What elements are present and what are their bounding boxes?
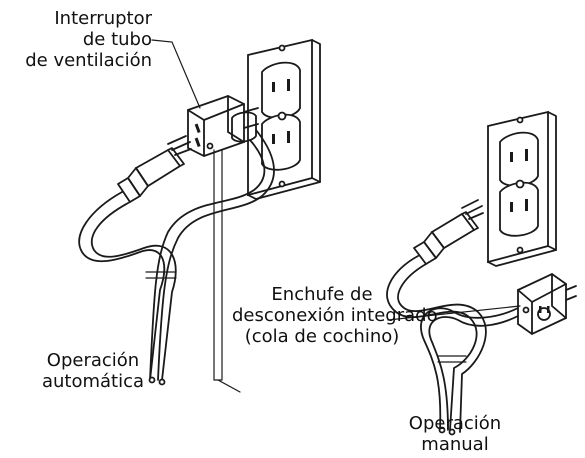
right-cords [386, 255, 519, 436]
leader-lines-right [387, 305, 521, 321]
label-auto-operation-line1: Operación [46, 350, 140, 371]
label-integrated-plug-line1: Enchufe de [271, 284, 373, 305]
label-integrated-plug-line3: (cola de cochino) [244, 326, 400, 347]
label-vent-switch-line1: Interruptor [54, 8, 152, 29]
label-manual-operation-line2: manual [421, 434, 489, 455]
label-auto-operation-line2: automática [41, 371, 145, 392]
right-appliance-plug [413, 199, 484, 265]
label-integrated-plug: Enchufe de desconexión integrado (cola d… [232, 284, 438, 347]
label-vent-switch-line3: de ventilación [25, 50, 152, 71]
label-manual-operation-line1: Operación [408, 413, 502, 434]
left-cords [78, 129, 275, 386]
label-integrated-plug-line2: desconexión integrado [232, 305, 438, 326]
left-appliance-plug [117, 135, 192, 203]
vent-pressure-switch [187, 95, 259, 157]
right-pigtail-plug [517, 272, 577, 336]
label-vent-switch: Interruptor de tubo de ventilación [25, 8, 152, 71]
label-manual-operation: Operación manual [380, 413, 530, 455]
label-auto-operation: Operación automática [18, 350, 168, 392]
label-vent-switch-line2: de tubo [82, 29, 152, 50]
right-duplex-outlet [499, 116, 539, 254]
leader-lines-left [151, 39, 241, 393]
left-duplex-outlet [261, 44, 301, 188]
